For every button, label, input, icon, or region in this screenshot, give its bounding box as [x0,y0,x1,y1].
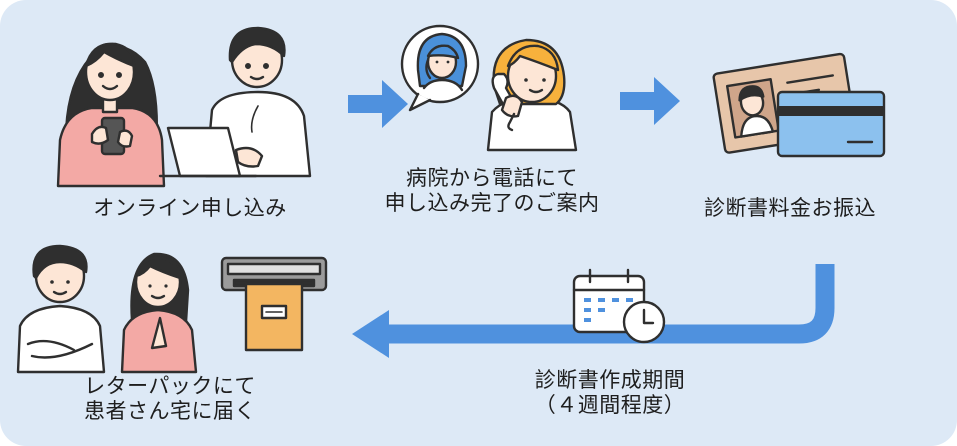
woman-with-phone-icon [56,42,166,188]
man-arms-crossed-icon [16,244,106,374]
step4-label-line1: 診断書作成期間 [534,368,686,392]
step5-label-line1: レターパックにて [84,374,256,398]
arrow-step1-to-step2 [348,80,408,128]
step4-label-line2: （４週間程度） [534,393,686,417]
step1-label: オンライン申し込み [60,196,320,221]
step1-label-line1: オンライン申し込み [93,196,287,220]
step2-label: 病院から電話にて 申し込み完了のご案内 [362,166,622,216]
man-with-laptop-icon [158,26,312,178]
arrow-step3-to-step4 [352,264,835,358]
arrow-step2-to-step3 [620,77,680,125]
step5-label-line2: 患者さん宅に届く [84,399,256,423]
step2-label-line2: 申し込み完了のご案内 [384,191,600,215]
envelope-icon [244,282,304,352]
step3-label: 診断書料金お振込 [680,196,900,221]
step5-label: レターパックにて 患者さん宅に届く [50,374,290,424]
clock-icon [622,300,666,344]
step2-label-line1: 病院から電話にて [406,166,578,190]
speech-bubble-icon [400,24,480,112]
woman-on-phone-icon [486,38,578,152]
mail-slot-icon [220,256,328,292]
step3-label-line1: 診断書料金お振込 [704,196,876,220]
bank-card-icon [776,90,886,158]
woman-hands-together-icon [120,252,198,374]
step4-label: 診断書作成期間 （４週間程度） [500,368,720,418]
